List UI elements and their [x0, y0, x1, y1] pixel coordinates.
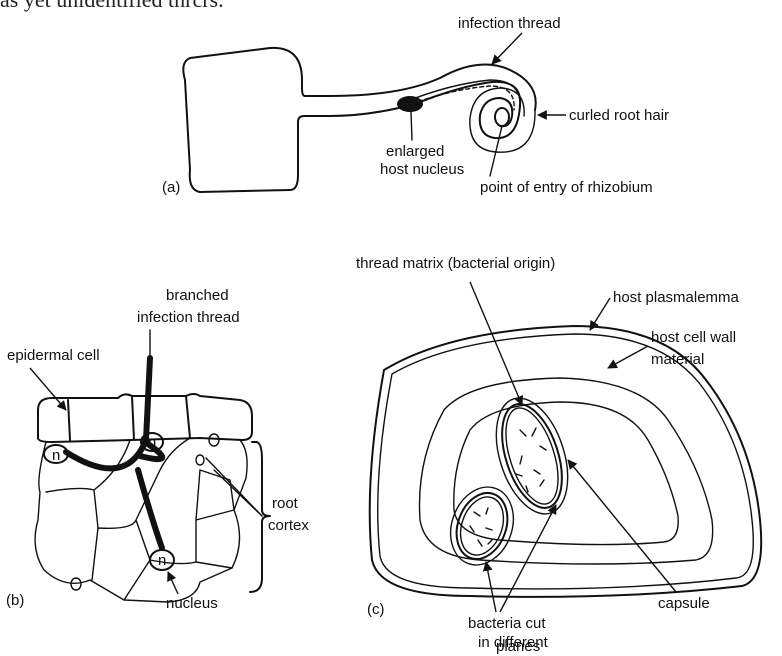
panel-a: (a) infection thread curled root hair en…	[162, 15, 669, 196]
label-point-of-entry: point of entry of rhizobium	[480, 179, 653, 196]
label-planes-visible: planes	[496, 638, 540, 655]
branched-infection-thread	[66, 358, 162, 548]
panel-a-label: (a)	[162, 179, 180, 196]
label-capsule: capsule	[658, 595, 710, 612]
label-epidermal-cell: epidermal cell	[7, 347, 100, 364]
label-infection-thread-b: infection thread	[137, 309, 240, 326]
label-host-cell-wall: host cell wall	[651, 329, 736, 346]
host-cell-wall-material	[420, 378, 713, 564]
root-cortex-brace	[250, 442, 270, 592]
label-nucleus: nucleus	[166, 595, 218, 612]
nucleus-n-left: n	[52, 447, 60, 464]
label-cortex: cortex	[268, 517, 309, 534]
panel-c: (c) thread matrix (bacterial origin) hos…	[356, 255, 761, 651]
root-hair-cell-outline	[183, 48, 535, 192]
label-host-nucleus: host nucleus	[380, 161, 464, 178]
label-material: material	[651, 351, 704, 368]
label-host-plasmalemma: host plasmalemma	[613, 289, 740, 306]
label-root: root	[272, 495, 299, 512]
panel-c-label: (c)	[367, 601, 385, 618]
nucleus-n-bottom: n	[158, 552, 166, 569]
label-enlarged: enlarged	[386, 143, 444, 160]
label-curled-root-hair: curled root hair	[569, 107, 669, 124]
panel-b-label: (b)	[6, 592, 24, 609]
bacterium-top	[483, 389, 581, 523]
label-thread-matrix: thread matrix (bacterial origin)	[356, 255, 555, 272]
label-infection-thread: infection thread	[458, 15, 561, 32]
label-bacteria-cut: bacteria cut	[468, 615, 546, 632]
point-of-entry-blob	[495, 108, 509, 126]
label-branched: branched	[166, 287, 229, 304]
panel-b: n n n (b) branched infection thread epid…	[6, 287, 309, 612]
cortex-cells	[35, 438, 247, 602]
enlarged-host-nucleus	[397, 96, 423, 112]
